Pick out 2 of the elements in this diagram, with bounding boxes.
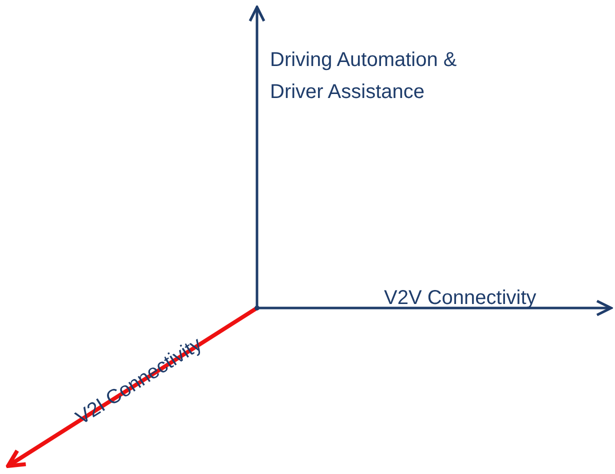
axis-label: Driving Automation & Driver Assistance [270, 48, 458, 105]
axis-label: V2V Connectivity [384, 286, 536, 311]
